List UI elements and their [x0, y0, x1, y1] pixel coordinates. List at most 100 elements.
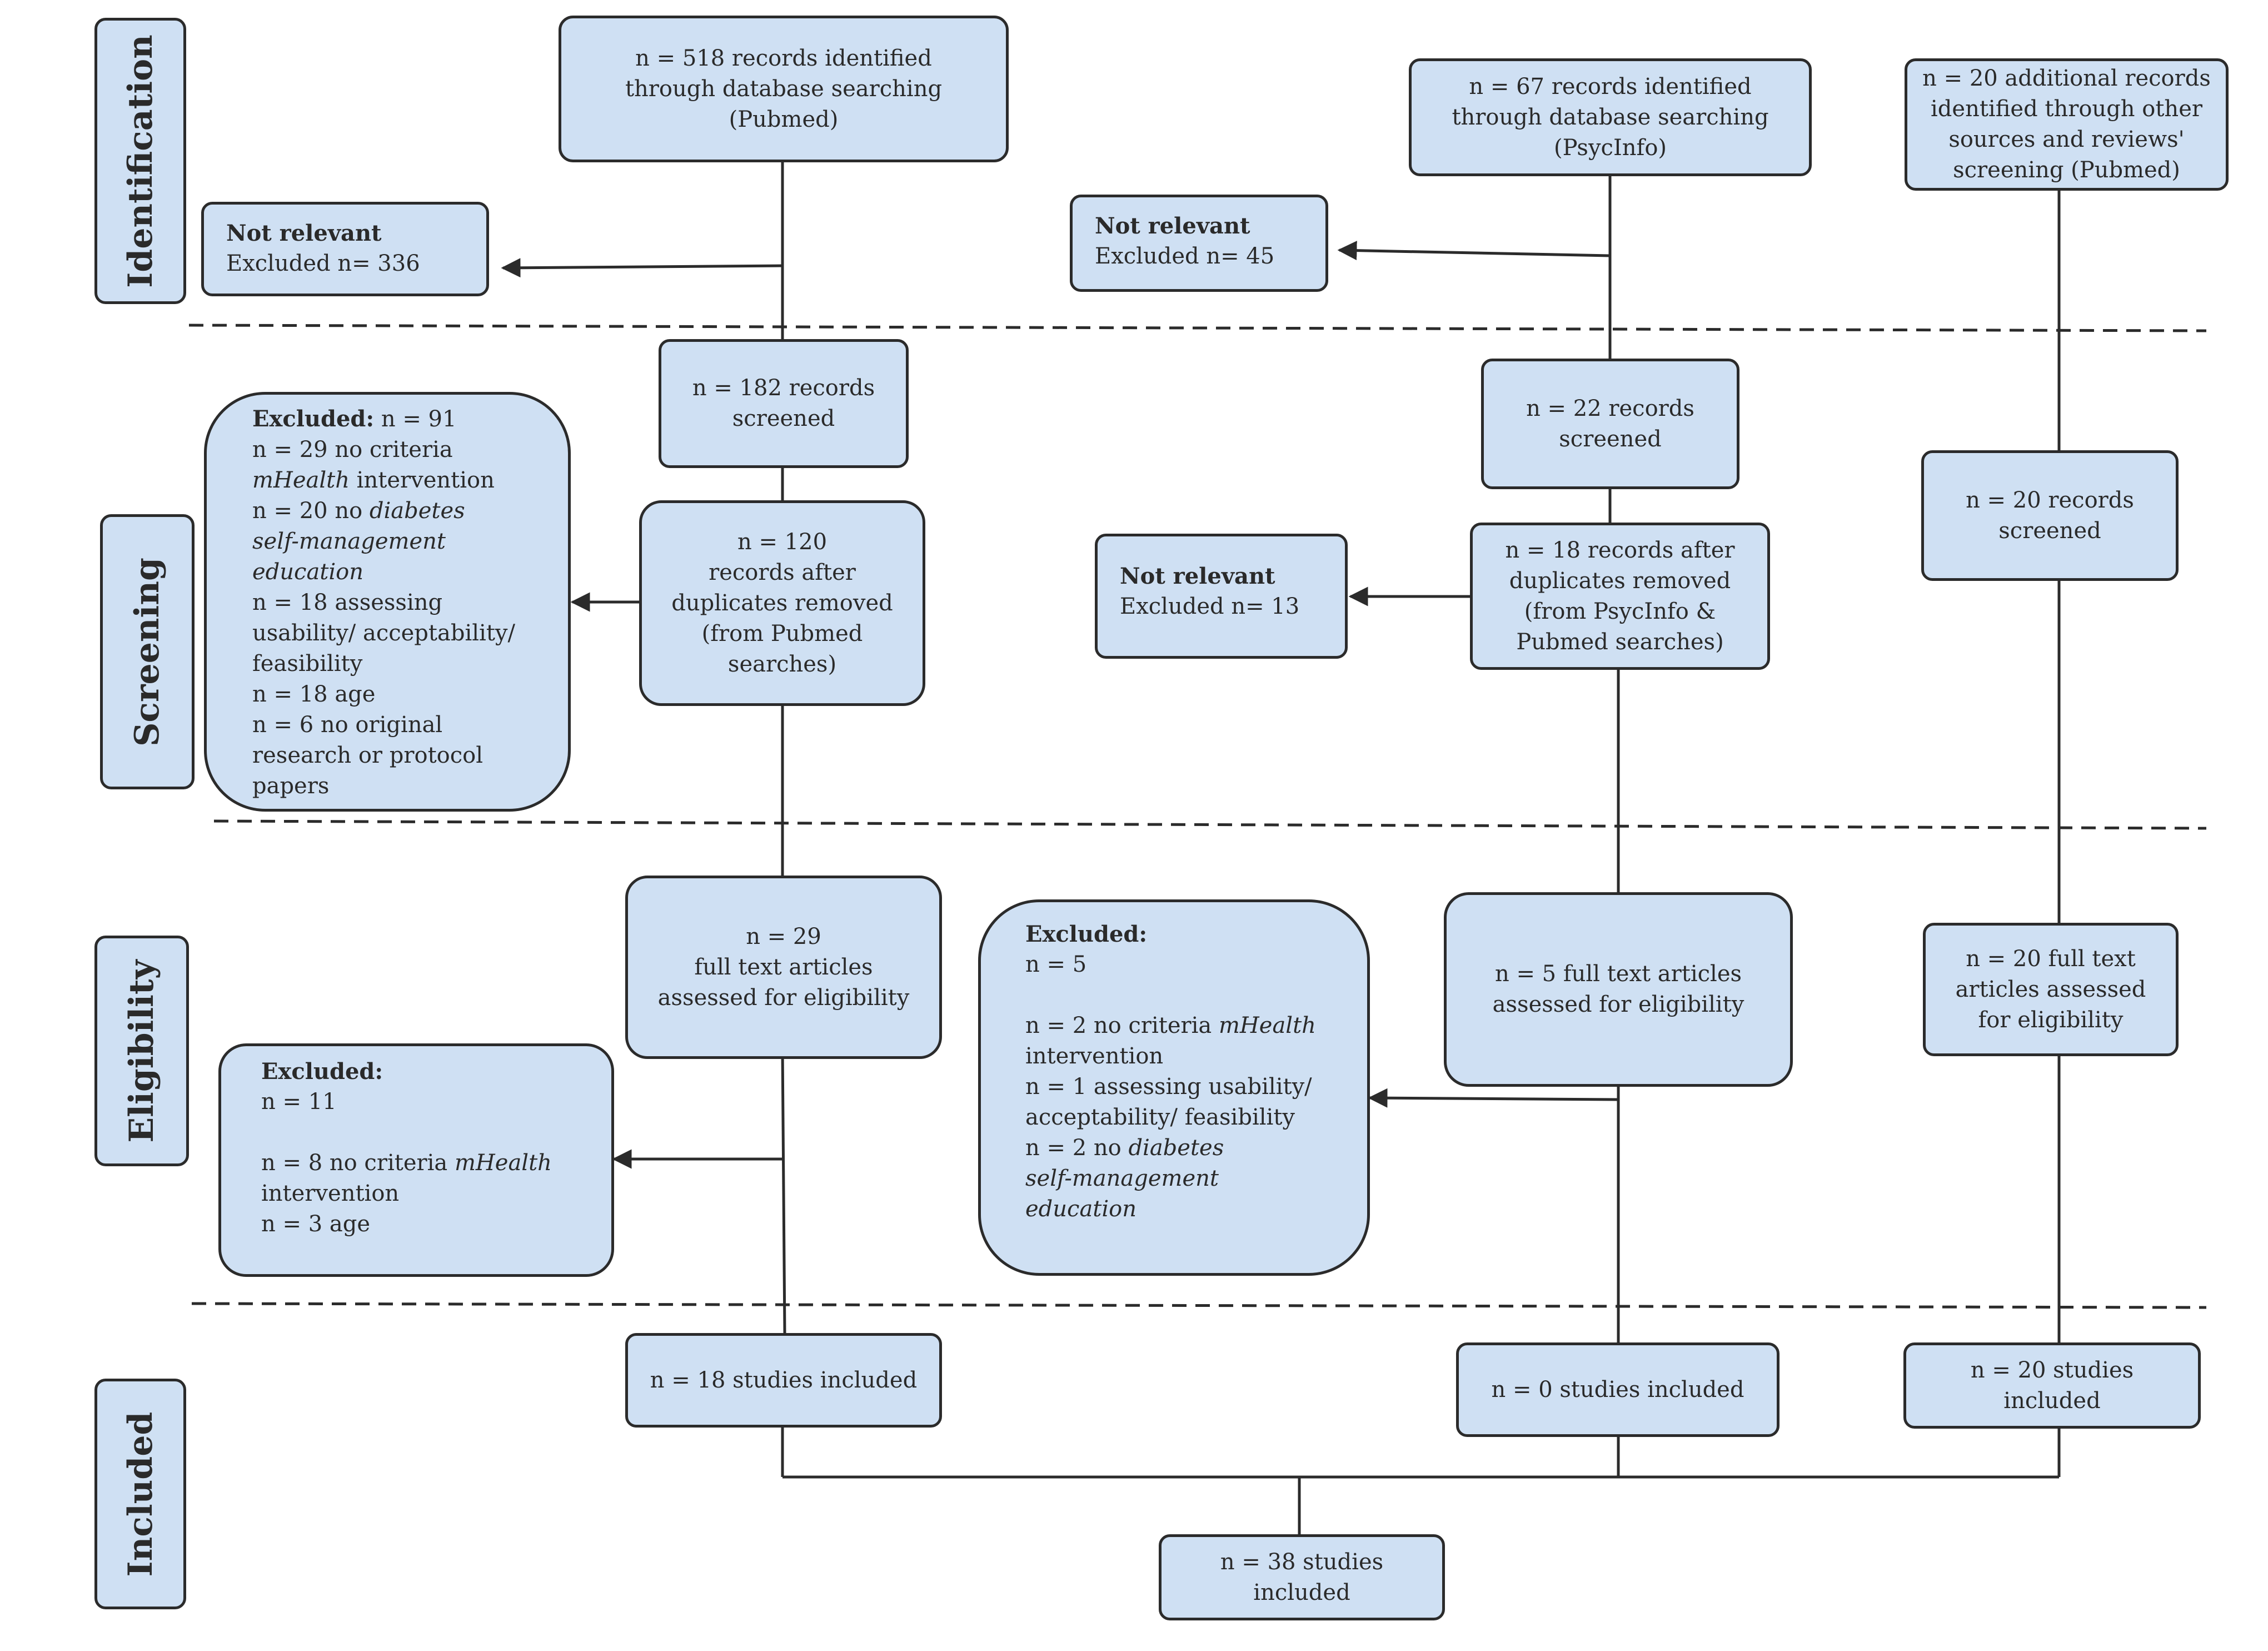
excluded-reason: n = 3 age: [261, 1211, 370, 1237]
box-line: n = 29: [746, 923, 821, 949]
pubmed-after-duplicates-box: n = 120 records after duplicates removed…: [639, 500, 925, 706]
excluded-reason: mHealth: [454, 1150, 552, 1176]
excluded-title: Excluded:: [252, 406, 375, 432]
excluded-title: Excluded:: [261, 1058, 383, 1085]
not-relevant-title: Not relevant: [1120, 563, 1275, 589]
box-line: records after: [709, 559, 856, 585]
phase-eligibility-label: Eligibility: [122, 959, 161, 1142]
box-line: (Pubmed): [729, 106, 839, 132]
box-line: n = 20 full text: [1966, 946, 2136, 972]
excluded-count: n = 5: [1025, 952, 1087, 977]
excluded-reason: n = 8 no criteria: [261, 1150, 455, 1176]
box-line: (from Pubmed: [701, 620, 863, 647]
box-line: n = 22 records: [1526, 395, 1694, 421]
psycinfo-not-relevant-box: Not relevant Excluded n= 45: [1070, 195, 1328, 292]
other-sources-records-identified-box: n = 20 additional records identified thr…: [1905, 58, 2229, 191]
excluded-reason: self-management: [252, 529, 446, 554]
separator-screening-eligibility: [213, 819, 2207, 830]
box-line: n = 182 records: [692, 375, 875, 401]
other-sources-full-text-assessed-box: n = 20 full text articles assessed for e…: [1923, 923, 2179, 1056]
excluded-reason: education: [252, 559, 363, 585]
psycinfo-full-text-assessed-box: n = 5 full text articles assessed for el…: [1444, 892, 1793, 1087]
total-studies-included-box: n = 38 studies included: [1159, 1534, 1445, 1620]
excluded-reason: mHealth: [1218, 1013, 1316, 1038]
excluded-reason: mHealth: [252, 468, 350, 493]
box-line: sources and reviews': [1948, 127, 2185, 152]
pubmed-eligibility-excluded-box: Excluded: n = 11 n = 8 no criteria mHeal…: [218, 1043, 614, 1277]
excluded-reason: feasibility: [252, 651, 363, 677]
box-line: duplicates removed: [671, 590, 893, 616]
box-line: assessed for eligibility: [657, 984, 910, 1011]
excluded-reason: intervention: [261, 1181, 400, 1206]
box-line: n = 67 records identified: [1469, 73, 1752, 100]
separator-eligibility-included: [191, 1302, 2207, 1309]
excluded-count: Excluded n= 45: [1095, 243, 1275, 269]
box-line: assessed for eligibility: [1492, 992, 1744, 1017]
pubmed-not-relevant-box: Not relevant Excluded n= 336: [201, 202, 489, 296]
excluded-reason: intervention: [1025, 1043, 1164, 1069]
excluded-count: n = 91: [374, 406, 457, 432]
excluded-reason: n = 18 age: [252, 682, 376, 707]
excluded-reason: diabetes: [369, 498, 465, 524]
box-line: n = 20 records: [1966, 487, 2134, 513]
phase-eligibility: Eligibility: [94, 936, 189, 1166]
box-line: screened: [1559, 426, 1662, 452]
box-line: identified through other: [1931, 96, 2202, 122]
box-line: searches): [727, 651, 837, 677]
psycinfo-not-relevant-box-2: Not relevant Excluded n= 13: [1095, 534, 1348, 659]
excluded-reason: usability/ acceptability/: [252, 620, 515, 646]
box-line: screened: [732, 406, 835, 431]
box-line: articles assessed: [1955, 976, 2146, 1002]
box-line: n = 38 studies: [1220, 1549, 1384, 1575]
excluded-reason: diabetes: [1128, 1135, 1224, 1161]
box-line: n = 18 studies included: [650, 1367, 918, 1393]
excluded-count: n = 11: [261, 1089, 337, 1115]
other-sources-studies-included-box: n = 20 studies included: [1903, 1342, 2201, 1429]
excluded-count: Excluded n= 13: [1120, 594, 1300, 619]
excluded-reason: education: [1025, 1196, 1137, 1222]
box-line: included: [1253, 1579, 1350, 1605]
psycinfo-studies-included-box: n = 0 studies included: [1456, 1342, 1779, 1437]
phase-identification-label: Identification: [121, 34, 160, 288]
separator-identification-screening: [188, 324, 2207, 332]
pubmed-studies-included-box: n = 18 studies included: [625, 1333, 942, 1428]
phase-included: Included: [94, 1379, 186, 1609]
box-line: screened: [1998, 518, 2101, 544]
pubmed-full-text-assessed-box: n = 29 full text articles assessed for e…: [625, 876, 942, 1059]
other-sources-records-screened-box: n = 20 records screened: [1921, 450, 2179, 581]
psycinfo-records-screened-box: n = 22 records screened: [1481, 359, 1739, 489]
pubmed-records-screened-box: n = 182 records screened: [659, 339, 909, 468]
excluded-title: Excluded:: [1025, 921, 1148, 947]
box-line: for eligibility: [1978, 1007, 2124, 1033]
psycinfo-records-identified-box: n = 67 records identified through databa…: [1409, 58, 1812, 176]
excluded-count: Excluded n= 336: [226, 251, 420, 276]
box-line: n = 120: [737, 529, 828, 555]
phase-screening-label: Screening: [128, 557, 167, 747]
excluded-reason: n = 1 assessing usability/: [1025, 1074, 1312, 1100]
box-line: through database searching: [1452, 104, 1769, 130]
box-line: Pubmed searches): [1516, 629, 1724, 655]
box-line: full text articles: [694, 954, 873, 980]
box-line: duplicates removed: [1509, 568, 1731, 594]
box-line: n = 518 records identified: [635, 45, 932, 71]
not-relevant-title: Not relevant: [226, 220, 382, 246]
pubmed-screening-excluded-box: Excluded: n = 91 n = 29 no criteria mHea…: [204, 392, 571, 812]
box-line: included: [2003, 1388, 2101, 1414]
box-line: through database searching: [625, 76, 943, 102]
psycinfo-after-duplicates-box: n = 18 records after duplicates removed …: [1470, 523, 1770, 670]
excluded-reason: n = 6 no original: [252, 712, 443, 738]
excluded-reason: n = 18 assessing: [252, 590, 443, 615]
excluded-reason: self-management: [1025, 1166, 1219, 1191]
box-line: n = 18 records after: [1505, 537, 1735, 563]
excluded-reason: n = 2 no criteria: [1025, 1013, 1219, 1038]
box-line: n = 5 full text articles: [1494, 961, 1742, 987]
phase-screening: Screening: [100, 514, 195, 789]
box-line: screening (Pubmed): [1953, 157, 2180, 183]
box-line: (PsycInfo): [1553, 135, 1667, 161]
phase-included-label: Included: [121, 1411, 160, 1577]
box-line: n = 0 studies included: [1491, 1376, 1744, 1403]
excluded-reason: intervention: [349, 468, 495, 493]
excluded-reason: n = 2 no: [1025, 1135, 1129, 1161]
box-line: n = 20 studies: [1970, 1357, 2134, 1383]
